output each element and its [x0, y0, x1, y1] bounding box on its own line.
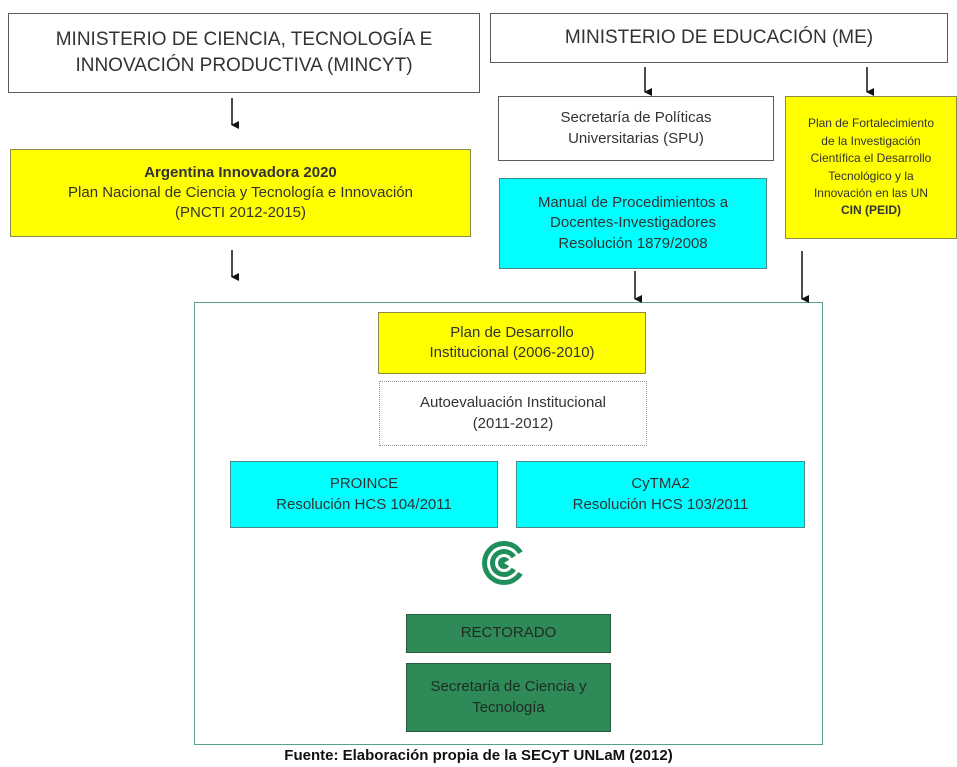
- peid-line5: Innovación en las UN: [813, 185, 929, 200]
- peid-line6: CIN (PEID): [841, 203, 901, 218]
- unlam-logo-icon: [480, 538, 528, 588]
- argentina-innovadora-title: Argentina Innovadora 2020: [144, 163, 337, 181]
- manual-line3: Resolución 1879/2008: [558, 234, 708, 252]
- proince-box: PROINCE Resolución HCS 104/2011: [230, 461, 498, 528]
- argentina-innovadora-line3: (PNCTI 2012-2015): [175, 204, 306, 222]
- peid-line3: Científica el Desarrollo: [810, 151, 932, 166]
- peid-line4: Tecnológico y la: [828, 168, 914, 183]
- me-title: MINISTERIO DE EDUCACIÓN (ME): [564, 27, 874, 49]
- spu-line2: Universitarias (SPU): [568, 129, 704, 147]
- cytma2-line2: Resolución HCS 103/2011: [572, 495, 749, 513]
- autoevaluacion-line1: Autoevaluación Institucional: [420, 394, 606, 412]
- secyt-box: Secretaría de Ciencia y Tecnología: [406, 663, 611, 732]
- plan-desarrollo-box: Plan de Desarrollo Institucional (2006-2…: [378, 312, 646, 374]
- plan-desarrollo-line1: Plan de Desarrollo: [450, 323, 574, 341]
- mincyt-line1: MINISTERIO DE CIENCIA, TECNOLOGÍA E: [55, 29, 433, 51]
- source-caption: Fuente: Elaboración propia de la SECyT U…: [284, 747, 673, 764]
- argentina-innovadora-line2: Plan Nacional de Ciencia y Tecnología e …: [68, 183, 413, 201]
- spu-line1: Secretaría de Políticas: [560, 109, 712, 127]
- unlam-container: [194, 302, 823, 745]
- rectorado-label: RECTORADO: [460, 624, 557, 642]
- cytma2-box: CyTMA2 Resolución HCS 103/2011: [516, 461, 805, 528]
- autoevaluacion-box: Autoevaluación Institucional (2011-2012): [379, 381, 647, 446]
- mincyt-line2: INNOVACIÓN PRODUCTIVA (MINCYT): [75, 55, 413, 76]
- manual-box: Manual de Procedimientos a Docentes-Inve…: [499, 178, 767, 269]
- peid-line2: de la Investigación: [821, 133, 921, 148]
- spu-box: Secretaría de Políticas Universitarias (…: [498, 96, 774, 161]
- secyt-line2: Tecnología: [472, 698, 545, 716]
- manual-line2: Docentes-Investigadores: [550, 214, 716, 232]
- manual-line1: Manual de Procedimientos a: [537, 194, 729, 212]
- peid-line1: Plan de Fortalecimiento: [807, 116, 935, 131]
- cytma2-line1: CyTMA2: [631, 475, 690, 493]
- proince-line2: Resolución HCS 104/2011: [276, 495, 452, 513]
- secyt-line1: Secretaría de Ciencia y: [430, 678, 587, 696]
- me-box: MINISTERIO DE EDUCACIÓN (ME): [490, 13, 948, 63]
- plan-desarrollo-line2: Institucional (2006-2010): [429, 344, 595, 361]
- mincyt-box: MINISTERIO DE CIENCIA, TECNOLOGÍA E INNO…: [8, 13, 480, 93]
- rectorado-box: RECTORADO: [406, 614, 611, 653]
- autoevaluacion-line2: (2011-2012): [472, 414, 554, 432]
- proince-line1: PROINCE: [329, 475, 399, 493]
- argentina-innovadora-box: Argentina Innovadora 2020 Plan Nacional …: [10, 149, 471, 237]
- peid-box: Plan de Fortalecimiento de la Investigac…: [785, 96, 957, 239]
